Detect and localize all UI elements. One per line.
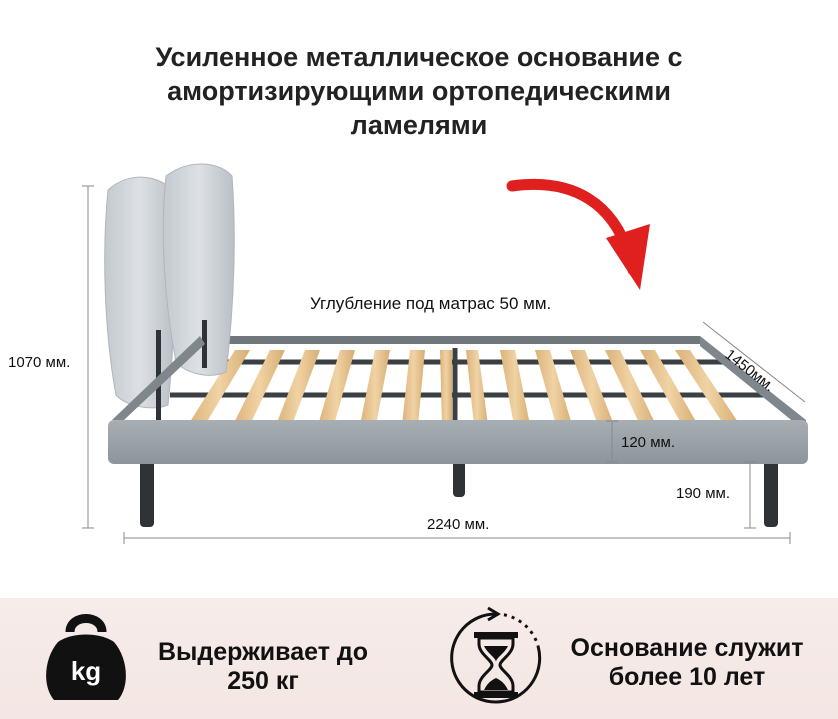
hourglass-icon: [446, 606, 546, 719]
service-life-text: Основание служит более 10 лет: [552, 634, 822, 692]
wooden-slats: [188, 350, 740, 425]
length-dimension-label: 2240 мм.: [427, 516, 490, 533]
bed-legs: [140, 455, 778, 527]
life-line-2: более 10 лет: [608, 663, 766, 691]
dimension-lines: [82, 185, 806, 544]
load-line-2: 250 кг: [227, 667, 299, 695]
bed-frame-front: [108, 420, 808, 464]
kg-label: kg: [71, 656, 101, 686]
mattress-recess-label: Углубление под матрас 50 мм.: [310, 294, 552, 313]
frame-height-label: 120 мм.: [621, 434, 675, 451]
page-title: Усиленное металлическое основание с амор…: [0, 40, 838, 142]
life-line-1: Основание служит: [570, 634, 804, 662]
title-line-3: ламелями: [350, 110, 488, 140]
load-capacity-text: Выдерживает до 250 кг: [140, 638, 386, 696]
title-line-2: амортизирующими ортопедическими: [167, 76, 671, 106]
height-dimension-label: 1070 мм.: [8, 354, 71, 371]
bed-illustration: [82, 163, 808, 544]
title-line-1: Усиленное металлическое основание с: [155, 42, 683, 72]
load-line-1: Выдерживает до: [157, 638, 369, 666]
kettlebell-icon: kg: [40, 606, 132, 711]
headboard-pillows: [104, 163, 235, 420]
features-band: [0, 598, 838, 719]
leg-height-label: 190 мм.: [676, 485, 730, 502]
red-arrow-icon: [506, 178, 650, 290]
